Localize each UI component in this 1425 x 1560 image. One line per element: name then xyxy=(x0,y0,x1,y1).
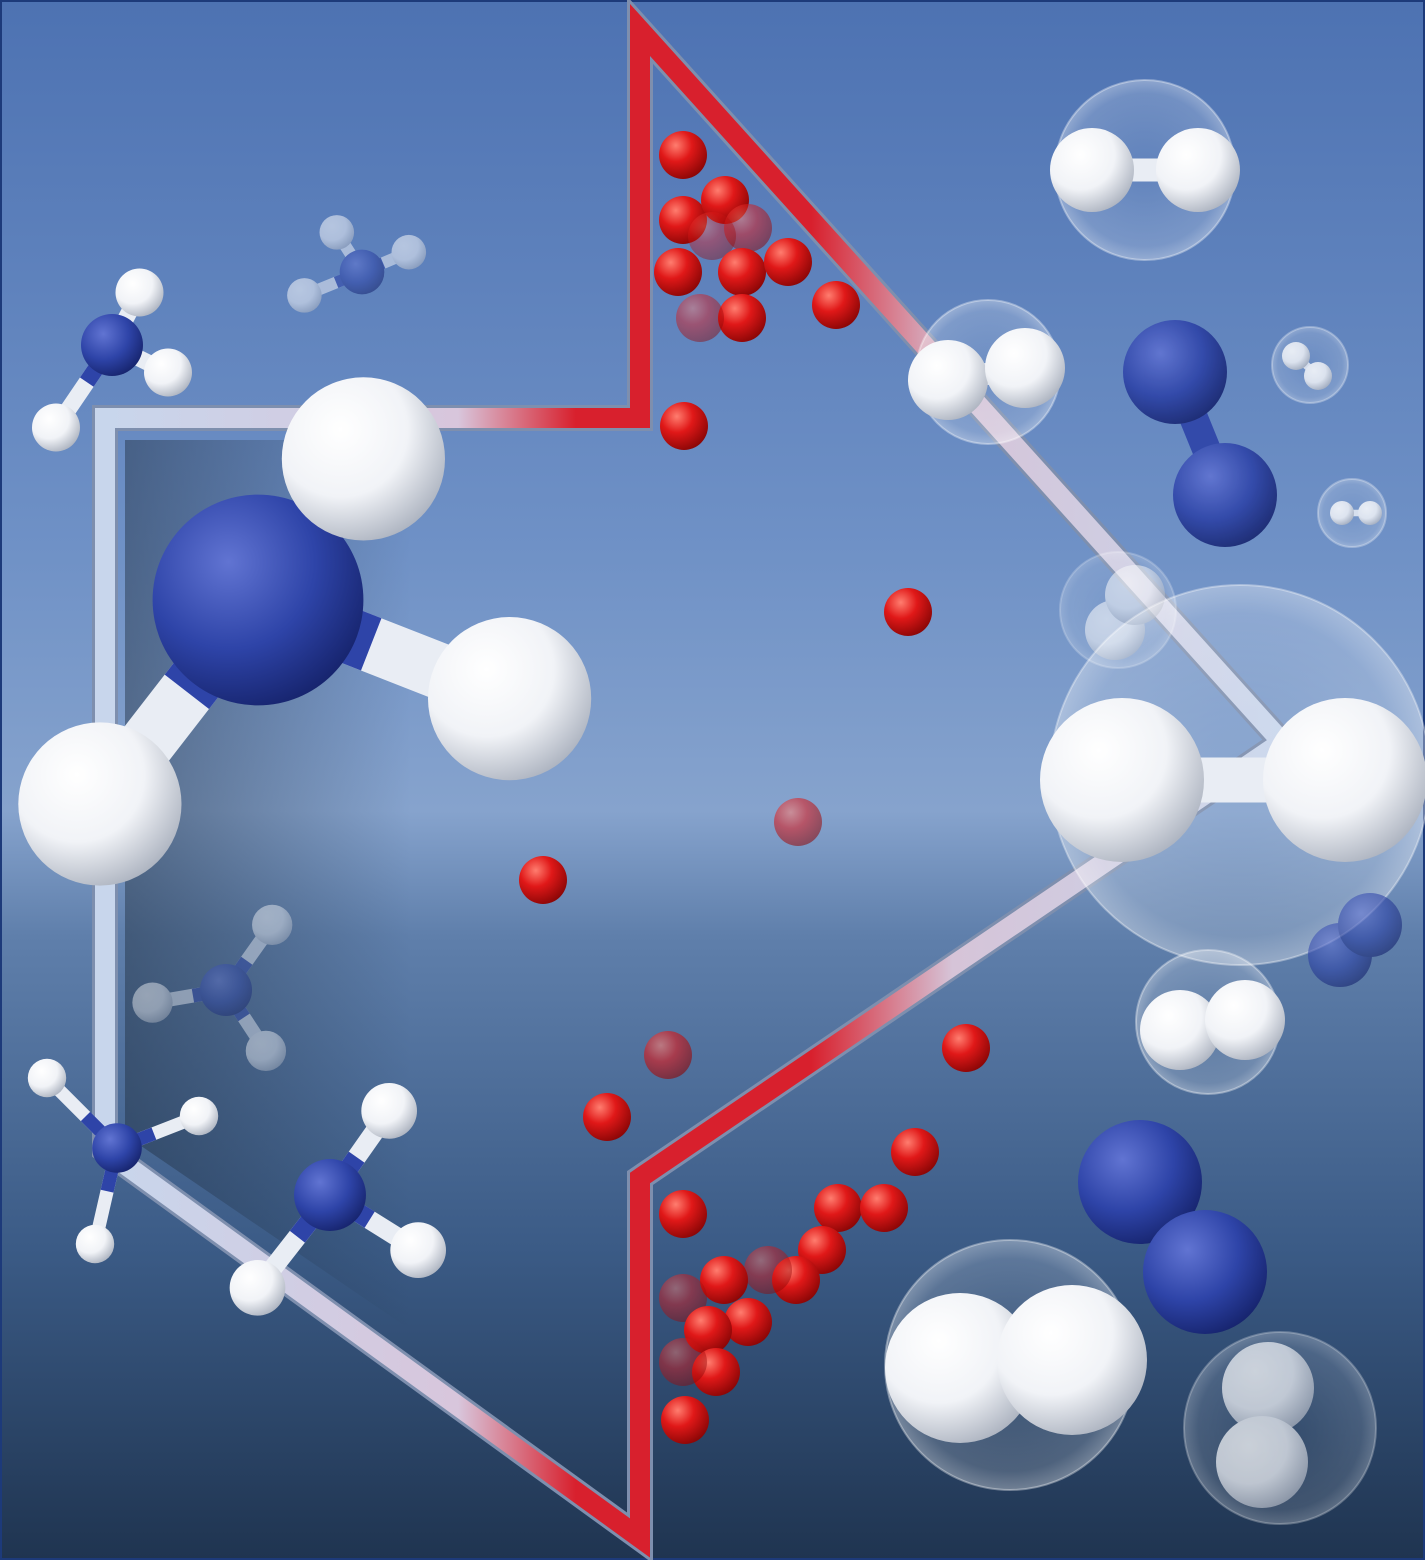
nitrogen-atom xyxy=(199,963,253,1017)
particle-icon xyxy=(812,281,860,329)
hydrogen-atom xyxy=(1222,1342,1314,1434)
nitrogen-atom xyxy=(294,1159,366,1231)
molecules-group xyxy=(18,79,1425,1525)
hydrogen-atom xyxy=(885,1293,1035,1443)
hydrogen-atom xyxy=(245,1030,287,1072)
hydrogen-atom xyxy=(1358,501,1382,525)
nitrogen-atom xyxy=(1078,1120,1202,1244)
nitrogen-atom xyxy=(339,249,385,295)
nitrogen-atom xyxy=(92,1123,142,1173)
hydrogen-atom xyxy=(1040,698,1204,862)
particle-icon xyxy=(659,1190,707,1238)
hydrogen-atom xyxy=(229,1259,286,1316)
particle-icon xyxy=(884,588,932,636)
hydrogen-atom xyxy=(115,268,164,317)
hydrogen-atom xyxy=(27,1058,67,1098)
hydrogen-atom xyxy=(1140,990,1220,1070)
nitrogen-atom xyxy=(1173,443,1277,547)
hydrogen-atom xyxy=(252,904,293,946)
hydrogen-molecule-icon xyxy=(908,299,1065,445)
hydrogen-molecule-icon xyxy=(1271,326,1349,404)
hydrogen-atom xyxy=(1304,362,1332,390)
nitrogen-molecule-icon xyxy=(1078,1120,1267,1334)
particle-icon xyxy=(942,1024,990,1072)
particle-icon xyxy=(660,402,708,450)
particle-icon xyxy=(659,1338,707,1386)
particle-icon xyxy=(814,1184,862,1232)
nitrogen-atom xyxy=(1338,893,1402,957)
particle-icon xyxy=(661,1396,709,1444)
hydrogen-atom xyxy=(319,215,355,250)
hydrogen-molecule-icon xyxy=(1183,1331,1377,1525)
hydrogen-molecule-icon xyxy=(1135,949,1285,1095)
nitrogen-atom xyxy=(152,494,364,706)
particle-icon xyxy=(583,1093,631,1141)
hydrogen-atom xyxy=(1205,980,1285,1060)
nitrogen-atom xyxy=(1143,1210,1267,1334)
hydrogen-atom xyxy=(281,377,445,541)
particle-icon xyxy=(519,856,567,904)
particle-icon xyxy=(774,798,822,846)
particle-icon xyxy=(860,1184,908,1232)
hydrogen-molecule-icon xyxy=(1317,478,1387,548)
hydrogen-atom xyxy=(1156,128,1240,212)
arrow-frame-body xyxy=(95,3,1298,1558)
hydrogen-atom xyxy=(287,278,322,313)
hydrogen-atom xyxy=(32,403,80,452)
nitrogen-molecule-icon xyxy=(1123,320,1277,547)
particle-icon xyxy=(744,1246,792,1294)
hydrogen-atom xyxy=(18,722,182,886)
ammonia-molecule-icon xyxy=(132,904,293,1072)
ammonia-molecule-icon xyxy=(287,215,427,313)
hydrogen-atom xyxy=(144,348,192,397)
hydrogen-atom xyxy=(985,328,1065,408)
nitrogen-atom xyxy=(1123,320,1227,424)
particle-icon xyxy=(724,1298,772,1346)
particle-icon xyxy=(644,1031,692,1079)
hydrogen-atom xyxy=(1050,128,1134,212)
particle-icon xyxy=(724,204,772,252)
hydrogen-atom xyxy=(390,1222,446,1278)
nitrogen-molecule-icon xyxy=(1308,893,1402,987)
hydrogen-molecule-icon xyxy=(884,1239,1147,1491)
particle-icon xyxy=(718,248,766,296)
particle-icon xyxy=(718,294,766,342)
hydrogen-atom xyxy=(132,982,173,1023)
hydrogen-atom xyxy=(361,1083,417,1139)
hydrogen-atom xyxy=(179,1096,219,1136)
hydrogen-atom xyxy=(75,1224,115,1264)
hydrogen-molecule-icon xyxy=(1040,584,1425,966)
hydrogen-atom xyxy=(391,234,427,270)
hydrogen-atom xyxy=(1216,1416,1308,1508)
hydrogen-atom xyxy=(1282,342,1310,370)
hydrogen-molecule-icon xyxy=(1050,79,1240,261)
particle-icon xyxy=(659,131,707,179)
hydrogen-atom xyxy=(997,1285,1147,1435)
nitrogen-atom xyxy=(81,314,143,376)
hydrogen-atom xyxy=(908,340,988,420)
red-particles-group xyxy=(519,131,990,1444)
particle-icon xyxy=(700,1256,748,1304)
ammonia-molecule-icon xyxy=(18,377,592,886)
hydrogen-atom xyxy=(428,617,592,781)
ammonia-molecule-icon xyxy=(229,1083,446,1316)
ammonia-molecule-icon xyxy=(27,1058,219,1264)
hydrogen-atom xyxy=(1263,698,1425,862)
particle-icon xyxy=(764,238,812,286)
particle-icon xyxy=(891,1128,939,1176)
particle-icon xyxy=(688,212,736,260)
ammonia-molecule-icon xyxy=(32,268,192,452)
particle-icon xyxy=(676,294,724,342)
particle-icon xyxy=(654,248,702,296)
hydrogen-atom xyxy=(1330,501,1354,525)
